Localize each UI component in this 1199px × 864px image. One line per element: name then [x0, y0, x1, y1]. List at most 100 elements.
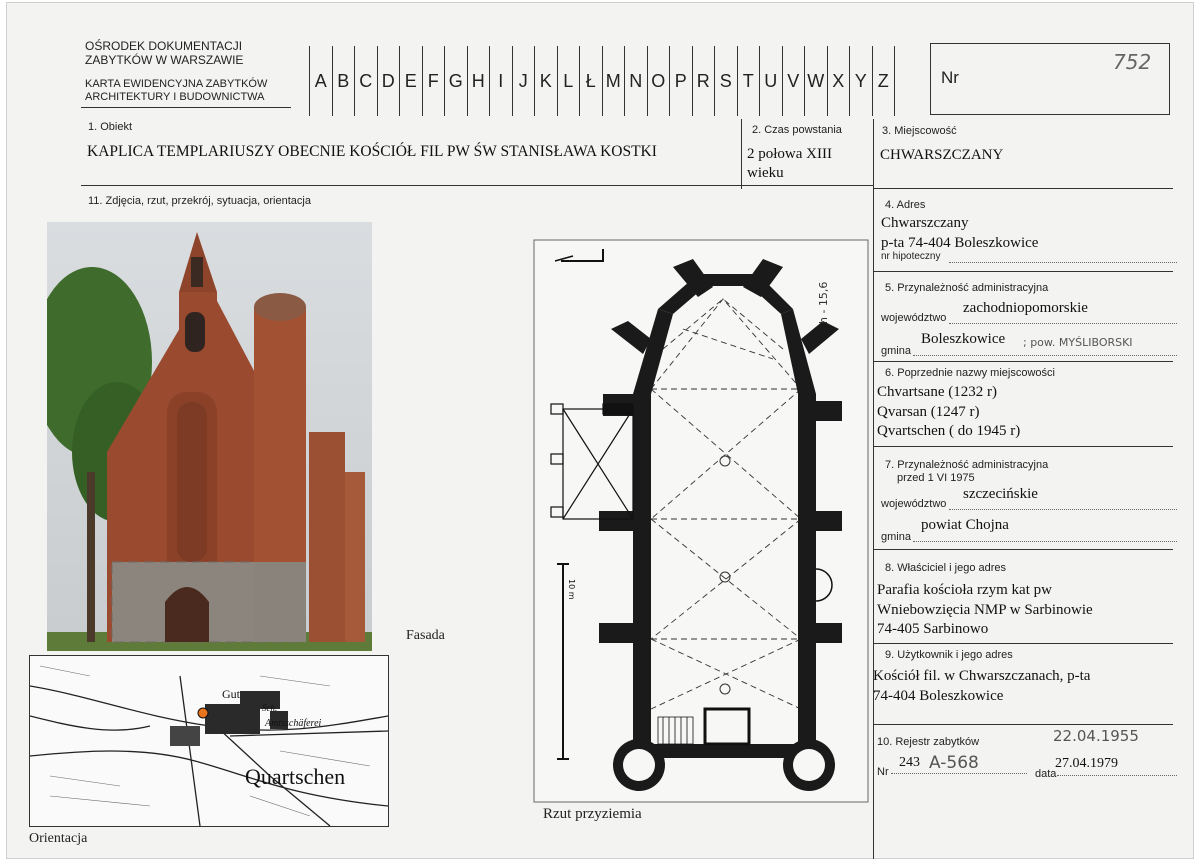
alphabet-letter: Z [873, 46, 895, 116]
row1-underline-c [873, 188, 1173, 189]
alphabet-letter: A [310, 46, 333, 116]
field7-underline [873, 549, 1173, 550]
orientacja-caption: Orientacja [29, 831, 88, 846]
wojewodztwo-1975-label: województwo [881, 498, 947, 510]
alphabet-letter: J [513, 46, 535, 116]
field8-underline [873, 643, 1173, 644]
alphabet-letter: O [648, 46, 670, 116]
alphabet-letter: U [760, 46, 783, 116]
przynaleznosc-label: 5. Przynależność administracyjna [885, 282, 1049, 294]
alphabet-letter: E [400, 46, 423, 116]
miejscowosc-label: 3. Miejscowość [882, 125, 957, 137]
alphabet-letter: B [333, 46, 355, 116]
record-card: OŚRODEK DOKUMENTACJI ZABYTKÓW W WARSZAWI… [6, 2, 1194, 859]
gmina-value: Boleszkowice [921, 331, 1006, 347]
alphabet-letter: T [738, 46, 760, 116]
poprzednie-label: 6. Poprzednie nazwy miejscowości [885, 367, 1055, 379]
alphabet-letter: H [468, 46, 490, 116]
card-type: KARTA EWIDENCYJNA ZABYTKÓW ARCHITEKTURY … [85, 78, 267, 104]
wojewodztwo-dots [949, 323, 1177, 324]
nr-box: Nr 752 [930, 43, 1170, 115]
uzytkownik-label: 9. Użytkownik i jego adres [885, 649, 1013, 661]
row1-underline-b [741, 185, 873, 186]
alphabet-letter: L [558, 46, 580, 116]
obiekt-value: KAPLICA TEMPLARIUSZY OBECNIE KOŚCIÓŁ FIL… [87, 143, 657, 160]
czas-label: 2. Czas powstania [752, 124, 842, 136]
poprzednie-item: Qvarsan (1247 r) [877, 403, 980, 420]
gmina-1975-value: powiat Chojna [921, 517, 1009, 533]
nr-value: 752 [1113, 50, 1152, 74]
org-line-2: ZABYTKÓW W WARSZAWIE [85, 53, 244, 67]
nr-hipoteczny-dots [949, 262, 1177, 263]
uzytkownik-list: Kościół fil. w Chwarszczanach, p-ta 74-4… [873, 666, 1090, 706]
alphabet-letter: G [445, 46, 468, 116]
alphabet-letter: R [693, 46, 715, 116]
poprzednie-item: Qvartschen ( do 1945 r) [877, 423, 1021, 439]
adres-line-2: p-ta 74-404 Boleszkowice [881, 235, 1039, 251]
plan-height-note: h - 15,6 [817, 282, 830, 324]
map-label-sch: Sch. [262, 703, 277, 713]
wlasciciel-line: Wniebowzięcia NMP w Sarbinowie [877, 601, 1093, 618]
map-label-town: Quartschen [245, 764, 345, 789]
alphabet-letter: W [805, 46, 828, 116]
org-line-1: OŚRODEK DOKUMENTACJI [85, 39, 243, 53]
org-name: OŚRODEK DOKUMENTACJI ZABYTKÓW W WARSZAWI… [85, 39, 243, 67]
rejestr-nr-label: Nr [877, 766, 889, 778]
floor-plan: 10 m h - 15,6 [533, 239, 869, 803]
alphabet-letter: Ł [580, 46, 603, 116]
fasada-caption: Fasada [406, 628, 445, 643]
uzytkownik-line: 74-404 Boleszkowice [873, 688, 1004, 704]
gmina-1975-dots [913, 541, 1177, 542]
alphabet-letter: N [625, 46, 648, 116]
card-type-line-2: ARCHITEKTURY I BUDOWNICTWA [85, 91, 265, 103]
wlasciciel-line: Parafia kościoła rzym kat pw [877, 582, 1052, 598]
alphabet-letter: K [535, 46, 558, 116]
czas-value-line-1: 2 połowa XIII [747, 146, 832, 162]
przed-1975-label: przed 1 VI 1975 [897, 472, 975, 484]
adres-line-1: Chwarszczany [881, 215, 969, 231]
alphabet-letter: I [490, 46, 513, 116]
alphabet-letter: S [715, 46, 738, 116]
nr-label: Nr [941, 68, 959, 87]
header-underline [81, 107, 291, 108]
row1-underline [81, 185, 741, 186]
wojewodztwo-1975-value: szczecińskie [963, 486, 1038, 502]
map-label-amt: Amtsschäferei [264, 718, 322, 729]
field5-underline [873, 361, 1173, 362]
alphabet-letter: V [783, 46, 805, 116]
alphabet-letter: F [423, 46, 445, 116]
wlasciciel-line: 74-405 Sarbinowo [877, 621, 989, 637]
alphabet-letter: M [603, 46, 625, 116]
rejestr-data-dots [1057, 775, 1177, 776]
alphabet-letter: Y [850, 46, 873, 116]
gmina-handwritten: ; pow. MYŚLIBORSKI [1023, 336, 1133, 349]
field6-underline [873, 446, 1173, 447]
field4-underline [873, 271, 1173, 272]
poprzednie-item: Chvartsane (1232 r) [877, 384, 997, 400]
rejestr-nr-dots [891, 773, 1027, 774]
map-label-gut: Gut [222, 687, 241, 701]
wlasciciel-list: Parafia kościoła rzym kat pw Wniebowzięc… [877, 581, 1093, 640]
wojewodztwo-value: zachodniopomorskie [963, 300, 1088, 316]
rejestr-label: 10. Rejestr zabytków [877, 736, 980, 748]
rejestr-nr-handwritten: A-568 [929, 753, 979, 773]
obiekt-label: 1. Obiekt [88, 121, 133, 133]
wojewodztwo-1975-dots [949, 509, 1177, 510]
card-type-line-1: KARTA EWIDENCYJNA ZABYTKÓW [85, 78, 268, 90]
miejscowosc-value: CHWARSZCZANY [880, 147, 1004, 163]
plan-scale-label: 10 m [567, 579, 576, 600]
rejestr-data-value: 27.04.1979 [1055, 756, 1118, 771]
row1-divider-a [741, 119, 742, 189]
alphabet-letter: C [355, 46, 378, 116]
alphabet-letter: P [670, 46, 693, 116]
gmina-1975-label: gmina [881, 531, 911, 543]
przyn1975-label: 7. Przynależność administracyjna [885, 459, 1049, 471]
rejestr-handwritten-date: 22.04.1955 [1053, 727, 1139, 745]
orientation-map: Gut Sch. Amtsschäferei Quartschen [29, 655, 389, 827]
wlasciciel-label: 8. Właściciel i jego adres [885, 562, 1007, 574]
uzytkownik-line: Kościół fil. w Chwarszczanach, p-ta [873, 668, 1091, 684]
czas-value-line-2: wieku [747, 165, 784, 181]
gmina-dots [913, 355, 1177, 356]
alphabet-letter: X [828, 46, 850, 116]
